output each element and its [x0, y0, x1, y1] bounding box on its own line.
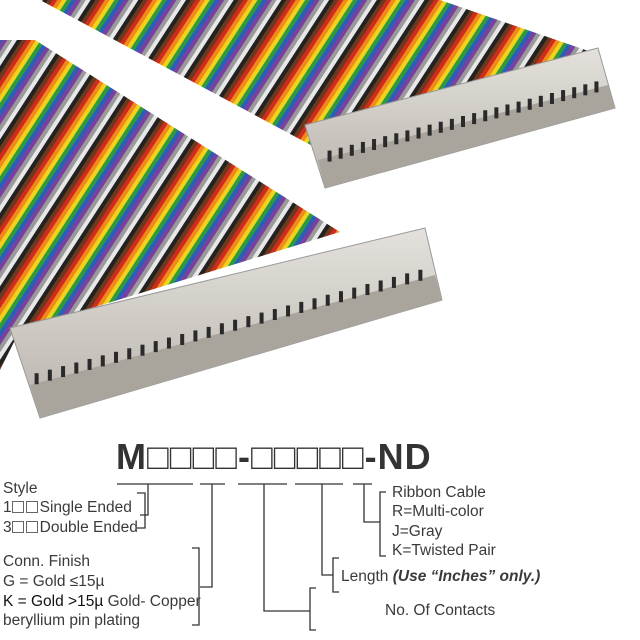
connector-slot [140, 344, 145, 356]
style-code: 3 [3, 519, 12, 536]
connector-slot [516, 101, 521, 113]
connector-slot [505, 104, 510, 116]
ribbon-option: R=Multi-color [392, 503, 484, 520]
k-prefix: K = Gold >15µ [3, 593, 104, 610]
connector-slot [391, 276, 396, 288]
callout-lines [117, 483, 386, 631]
ribbon-option: J=Gray [392, 523, 443, 540]
connector-slot [561, 90, 566, 102]
connector-slot [461, 116, 465, 127]
connector-slot [74, 362, 79, 374]
connector-slot [338, 147, 343, 159]
connector-slot [427, 124, 432, 136]
connector-slot [87, 358, 92, 370]
top-ribbon-cable [40, 0, 600, 150]
connector-slot [338, 291, 343, 303]
ribbon-option: K=Twisted Pair [392, 542, 496, 559]
style-text: Double Ended [39, 519, 138, 536]
connector-slot [527, 98, 532, 110]
conn-finish-k-line2: beryllium pin plating [3, 612, 140, 629]
connector-slot [272, 309, 277, 321]
connector-slot [206, 326, 211, 338]
connector-slot [438, 121, 443, 133]
connector-slot [360, 141, 365, 153]
bottom-connector [9, 227, 443, 419]
style-code: 1 [3, 499, 12, 516]
connector-slot [418, 269, 423, 281]
connector-slot [483, 110, 488, 122]
connector-slot [378, 280, 383, 292]
connector-slot [61, 366, 66, 378]
connector-slot [549, 92, 554, 104]
connector-slot [219, 323, 224, 335]
connector-slot [405, 273, 410, 285]
connector-slot [114, 351, 119, 363]
connector-slot [494, 107, 499, 119]
connector-slot [449, 118, 454, 130]
style-option-double: 3 Double Ended [3, 519, 138, 537]
connector-slot [352, 287, 357, 299]
connector-slot [416, 127, 421, 139]
connector-slot [127, 348, 132, 360]
connector-slot [166, 337, 171, 349]
connector-slot [405, 130, 410, 142]
bottom-ribbon-cable [0, 40, 340, 370]
connector-slot [286, 305, 291, 317]
connector-slot [583, 84, 588, 96]
connector-slot [47, 369, 52, 381]
connector-slot [233, 319, 238, 331]
connector-slot [365, 284, 370, 296]
style-text: Single Ended [39, 499, 132, 516]
connector-slot [299, 301, 304, 313]
connector-slot [153, 341, 158, 353]
connector-slot [100, 355, 105, 367]
connector-slot [572, 87, 577, 99]
ribbon-label: Ribbon Cable [392, 484, 486, 501]
connector-slot [349, 144, 354, 156]
connector-slot [180, 333, 185, 345]
length-text: Length [341, 568, 393, 585]
conn-finish-k: K = Gold >15µ Gold- Copper [3, 593, 201, 611]
connector-slot [594, 81, 599, 93]
connector-slot [246, 316, 251, 328]
length-label: Length (Use “Inches” only.) [341, 568, 540, 586]
connector-slot [34, 373, 39, 385]
length-note: (Use “Inches” only.) [392, 568, 541, 585]
style-label: Style [3, 480, 38, 497]
part-number-template: M□□□□-□□□□□-ND [116, 436, 432, 477]
connector-slot [394, 133, 399, 145]
connector-slot [325, 294, 330, 306]
connector-slot [312, 298, 317, 310]
connector-slot [259, 312, 264, 324]
connector-slot [538, 95, 543, 107]
connector-slot [472, 113, 477, 125]
connector-slot [193, 330, 198, 342]
top-connector [304, 47, 616, 189]
conn-finish-label: Conn. Finish [3, 553, 91, 570]
connector-slot [327, 150, 332, 162]
k-rest: Gold- Copper [103, 593, 201, 610]
style-option-single: 1 Single Ended [3, 499, 132, 517]
connector-slot [372, 139, 377, 151]
conn-finish-g: G = Gold ≤15µ [3, 573, 105, 590]
connector-slot [383, 136, 388, 148]
no-of-contacts-label: No. Of Contacts [385, 602, 496, 619]
